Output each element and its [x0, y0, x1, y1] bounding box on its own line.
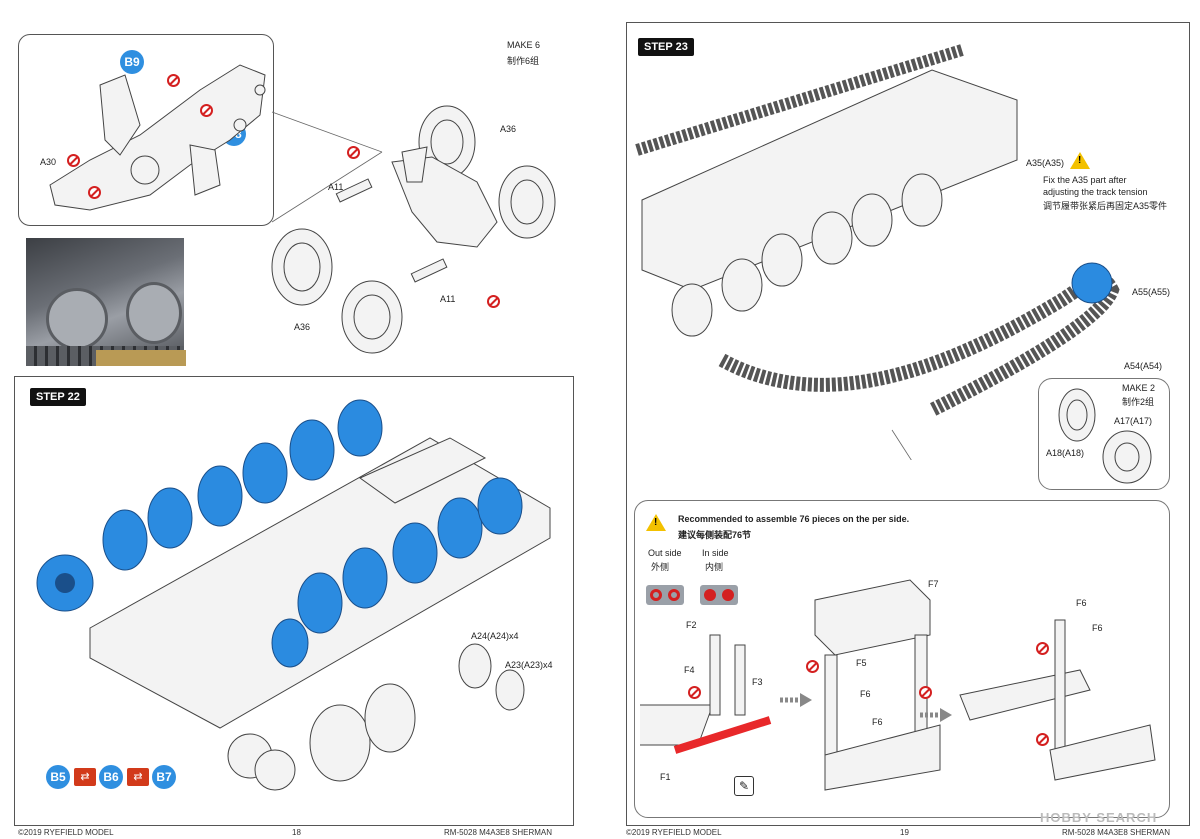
part-label-a35: A35(A35) [1026, 158, 1065, 168]
hull-suspension-drawing [36, 399, 551, 791]
part-label-f6: F6 [872, 717, 883, 727]
part-label-f1: F1 [660, 772, 671, 782]
make-label-cn: 制作2组 [1122, 397, 1155, 407]
part-label-a55: A55(A55) [1132, 287, 1171, 297]
no-glue-icon [487, 295, 500, 308]
photo-wheel [46, 288, 108, 350]
watermark: HOBBY SEARCH [1040, 810, 1158, 825]
part-label-f4: F4 [684, 665, 695, 675]
make-label: MAKE 2 [1122, 383, 1156, 393]
part-label-a18: A18(A18) [1046, 448, 1085, 458]
track-recommendation-cn: 建议每侧装配76节 [678, 530, 752, 540]
part-label-f5: F5 [856, 658, 867, 668]
track-assembly-drawing [635, 44, 1120, 460]
a35-note: Fix the A35 part after [1043, 175, 1127, 185]
track-link-steps-drawing [640, 579, 1156, 791]
footer-model: RM-5028 M4A3E8 SHERMAN [1062, 828, 1171, 837]
part-label-a24: A24(A24)x4 [471, 631, 519, 641]
bubble-b5: B5 [46, 765, 70, 789]
photo-base [96, 350, 186, 366]
make2-detail-box [1038, 378, 1170, 490]
track-recommendation: Recommended to assemble 76 pieces on the… [678, 514, 910, 524]
footer-model: RM-5028 M4A3E8 SHERMAN [444, 828, 553, 837]
road-wheel-drawing [1058, 388, 1152, 484]
knife-icon: ✎ [734, 776, 754, 796]
part-label-f2: F2 [686, 620, 697, 630]
step-badge: STEP 22 [30, 388, 86, 406]
reference-photo [26, 238, 186, 366]
outside-pin-icon [646, 585, 684, 605]
inside-pin-icon [700, 585, 738, 605]
a35-note-cn: 调节履带张紧后再固定A35零件 [1043, 201, 1168, 211]
part-label-a23: A23(A23)x4 [505, 660, 553, 670]
bogie-frame-drawing [49, 64, 266, 211]
swap-arrow-icon: ⇄ [127, 768, 149, 786]
no-glue-icon [167, 74, 180, 87]
no-glue-icon [688, 686, 701, 699]
no-glue-icon [200, 104, 213, 117]
footer-page-number: 18 [292, 828, 301, 837]
outside-label-cn: 外侧 [651, 562, 670, 572]
make-label-cn: 制作6组 [507, 56, 540, 66]
part-label-a36: A36 [500, 124, 517, 134]
swap-arrow-icon: ⇄ [74, 768, 96, 786]
outside-label: Out side [648, 548, 682, 558]
no-glue-icon [806, 660, 819, 673]
part-label-f6: F6 [1092, 623, 1103, 633]
no-glue-icon [347, 146, 360, 159]
photo-wheel [126, 282, 182, 344]
inside-label: In side [702, 548, 729, 558]
bogie-assembly-drawing [271, 105, 556, 354]
inside-label-cn: 内侧 [705, 562, 724, 572]
no-glue-icon [1036, 642, 1049, 655]
part-label-a30: A30 [40, 157, 57, 167]
footer-copyright: ©2019 RYEFIELD MODEL [626, 828, 722, 837]
no-glue-icon [1036, 733, 1049, 746]
bubble-b6: B6 [99, 765, 123, 789]
bubble-b7: B7 [152, 765, 176, 789]
footer-page-number: 19 [900, 828, 909, 837]
part-label-f6: F6 [860, 689, 871, 699]
warning-icon: ! [1070, 152, 1090, 169]
no-glue-icon [919, 686, 932, 699]
part-label-a17: A17(A17) [1114, 416, 1153, 426]
warning-icon: ! [646, 514, 666, 531]
part-label-f6: F6 [1076, 598, 1087, 608]
part-label-a11: A11 [440, 294, 456, 304]
bubble-b9: B9 [120, 50, 144, 74]
no-glue-icon [88, 186, 101, 199]
part-label-f3: F3 [752, 677, 763, 687]
part-label-a54: A54(A54) [1124, 361, 1163, 371]
footer-copyright: ©2019 RYEFIELD MODEL [18, 828, 114, 837]
a35-note: adjusting the track tension [1043, 187, 1148, 197]
make-label: MAKE 6 [507, 40, 541, 50]
part-label-a36: A36 [294, 322, 311, 332]
part-label-f7: F7 [928, 579, 939, 589]
part-label-a11: A11 [328, 182, 344, 192]
step-badge: STEP 23 [638, 38, 694, 56]
no-glue-icon [67, 154, 80, 167]
